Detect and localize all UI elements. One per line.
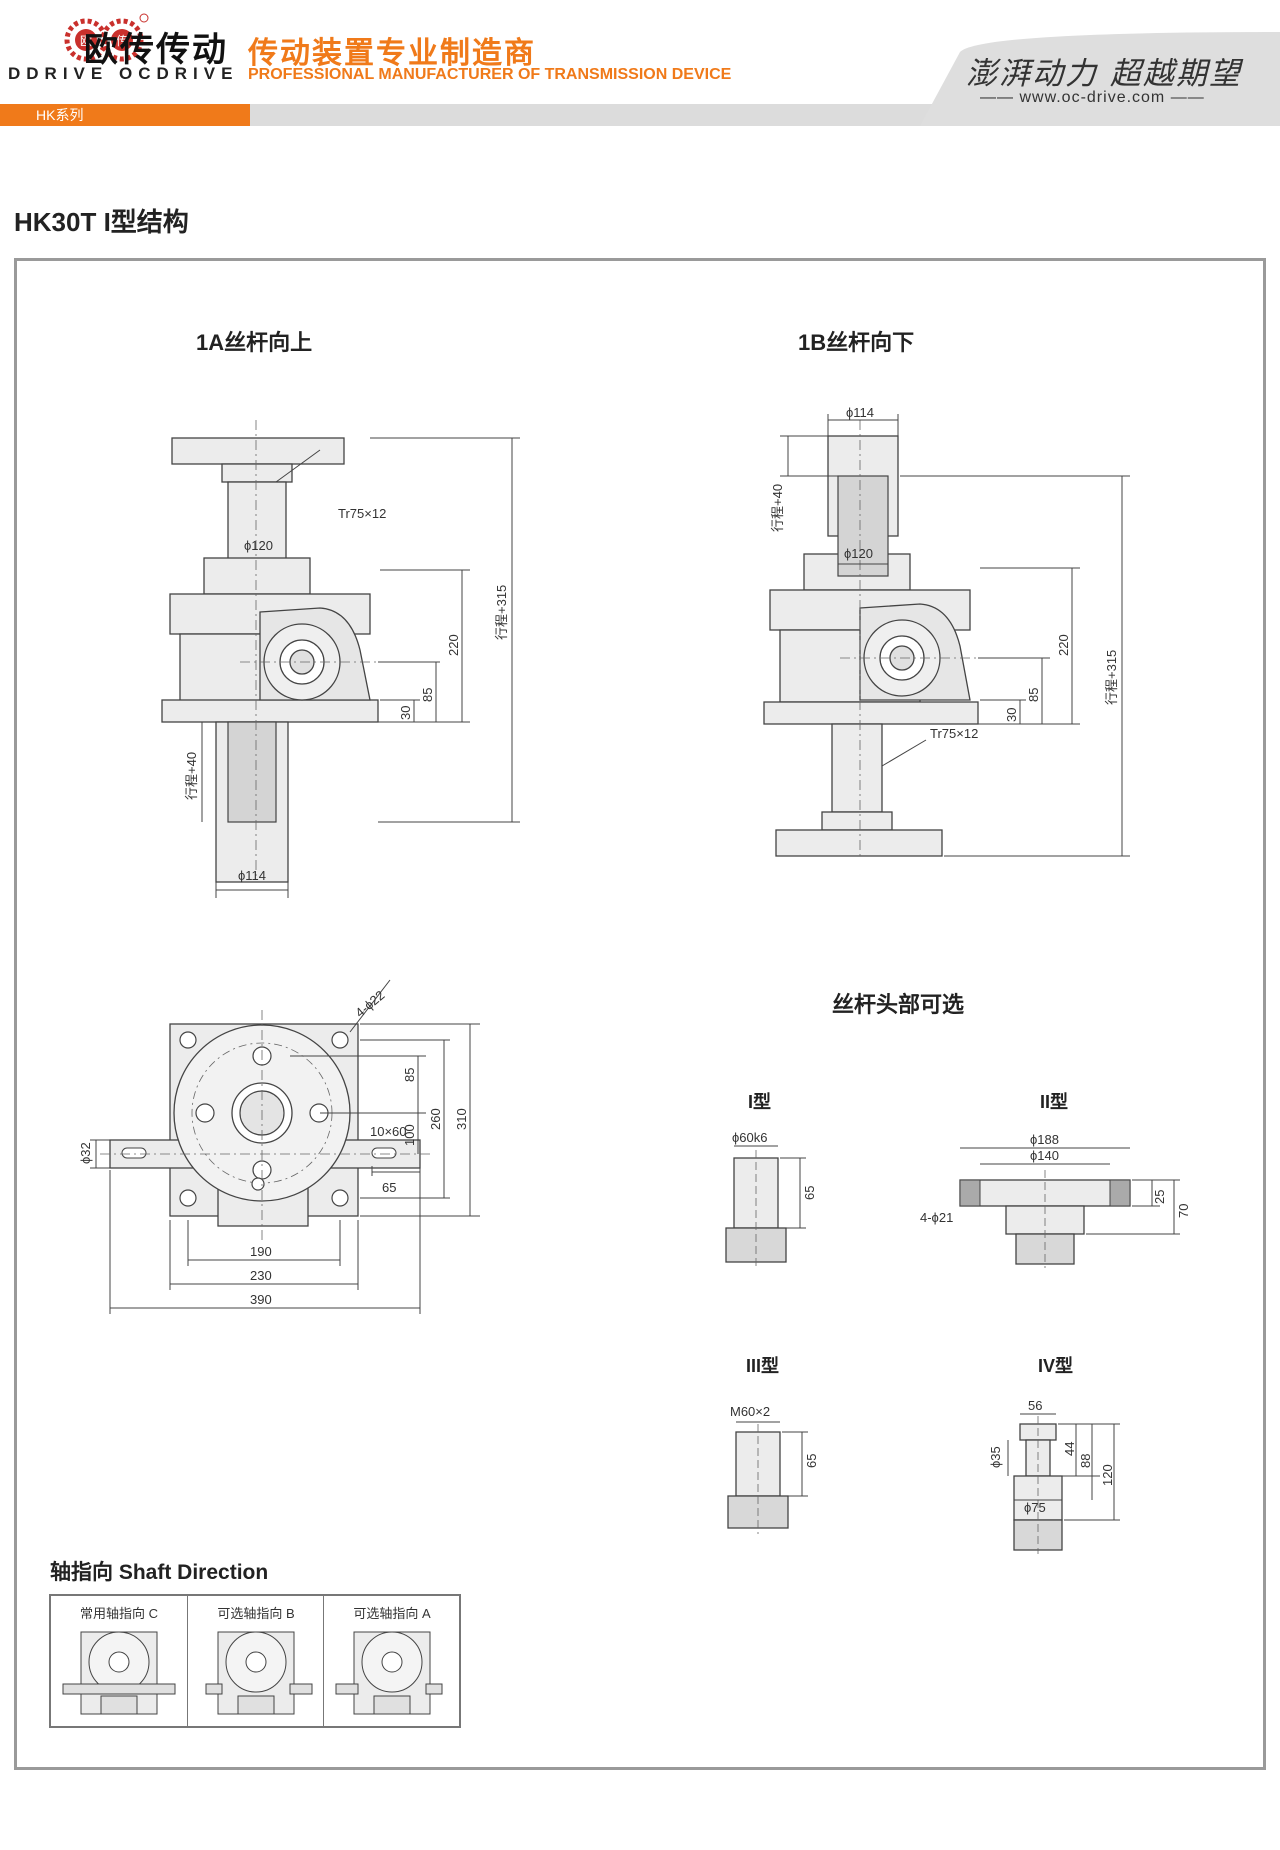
- view-1a-thread: Tr75×12: [338, 506, 386, 521]
- company-logo: 欧 传: [64, 13, 149, 62]
- type-2-h: 70: [1176, 1204, 1191, 1218]
- type-4-d35: ϕ35: [988, 1446, 1003, 1468]
- logo-wordmark: DDRIVE: [8, 64, 109, 83]
- type-1-len: 65: [802, 1186, 817, 1200]
- type-4-drawing: 56 ϕ35 ϕ75 44 88 120: [988, 1398, 1120, 1554]
- view-1a-stroke-top: 行程+315: [494, 585, 509, 640]
- shaft-option-a-drawing: [335, 1631, 443, 1715]
- type-1-title: I型: [748, 1092, 772, 1112]
- tagline-cn: 传动装置专业制造商: [248, 37, 536, 70]
- brand-name-cn: 欧传传动: [84, 31, 228, 69]
- page-title: HK30T I型结构: [14, 207, 189, 237]
- type-4-width: 56: [1028, 1398, 1042, 1413]
- plan-d310: 310: [454, 1108, 469, 1130]
- type-3-len: 65: [804, 1454, 819, 1468]
- view-1b-stroke-top: 行程+40: [770, 484, 785, 532]
- page-header: 欧 传 欧传传动 DDRIVE OCDRIVE 传动装置专业制造商 PROFES…: [0, 0, 1280, 130]
- type-1-dia: ϕ60k6: [732, 1130, 767, 1145]
- view-1a-title: 1A丝杆向上: [196, 330, 313, 355]
- type-4-h44: 44: [1062, 1442, 1077, 1456]
- view-1b-thread: Tr75×12: [930, 726, 978, 741]
- shaft-option-c-drawing: [62, 1631, 176, 1715]
- view-1a-h220: 220: [446, 634, 461, 656]
- view-1a-drawing: Tr75×12 ϕ120 ϕ114 行程+315 行程+40 220 85 30: [161, 420, 520, 898]
- shaft-option-b: 可选轴指向 B: [187, 1596, 323, 1726]
- type-3-thread: M60×2: [730, 1404, 770, 1419]
- slogan-panel: [920, 32, 1280, 126]
- view-1a-bottom-dia: ϕ114: [238, 868, 266, 883]
- tagline-en: PROFESSIONAL MANUFACTURER OF TRANSMISSIO…: [248, 66, 732, 83]
- plan-d85: 85: [402, 1068, 417, 1082]
- type-2-t: 25: [1152, 1190, 1167, 1204]
- view-1b-stroke-bottom: 行程+315: [1104, 650, 1119, 705]
- view-1b-h220: 220: [1056, 634, 1071, 656]
- type-4-h88: 88: [1078, 1454, 1093, 1468]
- series-tag: HK系列: [0, 104, 250, 126]
- website-rule-right: ——: [1170, 89, 1205, 106]
- plan-w230: 230: [250, 1268, 272, 1283]
- type-3-title: III型: [746, 1356, 780, 1376]
- view-1b-h85: 85: [1026, 688, 1041, 702]
- view-1a-h85: 85: [420, 688, 435, 702]
- type-2-pcd: ϕ140: [1030, 1148, 1059, 1163]
- type-2-holes: 4-ϕ21: [920, 1210, 953, 1225]
- view-1b-top-dia: ϕ114: [846, 405, 874, 420]
- shaft-option-b-drawing: [205, 1631, 313, 1715]
- view-1a-nut-dia: ϕ120: [244, 538, 273, 553]
- view-1b-nut-dia: ϕ120: [844, 546, 873, 561]
- website-rule-left: ——: [980, 89, 1014, 106]
- type-2-title: II型: [1040, 1092, 1069, 1112]
- type-4-h120: 120: [1100, 1464, 1115, 1486]
- shaft-option-caption: 可选轴指向 A: [353, 1606, 431, 1621]
- plan-view-drawing: 4-ϕ22 10×60 ϕ32 85 100 260 310 65 190 23…: [78, 979, 480, 1314]
- plan-d100: 100: [402, 1124, 417, 1146]
- plan-w390: 390: [250, 1292, 272, 1307]
- type-1-drawing: ϕ60k6 65: [725, 1130, 817, 1266]
- plan-d260: 260: [428, 1108, 443, 1130]
- type-2-od: ϕ188: [1030, 1132, 1059, 1147]
- view-1a-stroke-bottom: 行程+40: [184, 752, 199, 800]
- plan-key: 10×60: [370, 1124, 407, 1139]
- drawing-frame: [14, 258, 1266, 1770]
- logo-char-2: 传: [116, 33, 128, 48]
- type-2-drawing: ϕ188 ϕ140 4-ϕ21 25 70: [920, 1132, 1191, 1268]
- type-4-title: IV型: [1038, 1356, 1074, 1376]
- view-1b-title: 1B丝杆向下: [798, 330, 915, 355]
- website: —— www.oc-drive.com ——: [980, 89, 1205, 107]
- logo-char-1: 欧: [80, 34, 92, 48]
- view-1b-drawing: ϕ114 ϕ120 Tr75×12 行程+40 行程+315 220 85 30: [763, 405, 1130, 860]
- website-url: www.oc-drive.com: [1019, 89, 1166, 106]
- type-3-drawing: M60×2 65: [727, 1404, 819, 1534]
- type-4-d75: ϕ75: [1024, 1500, 1046, 1515]
- shaft-option-caption: 常用轴指向 C: [79, 1606, 158, 1621]
- shaft-option-caption: 可选轴指向 B: [217, 1606, 295, 1621]
- shaft-direction-table: 常用轴指向 C 可选轴指向 B 可选轴指向 A: [49, 1594, 461, 1728]
- shaft-direction-title: 轴指向 Shaft Direction: [50, 1561, 269, 1584]
- screw-heads-title: 丝杆头部可选: [832, 992, 965, 1017]
- brand-name-en: DDRIVE OCDRIVE: [8, 64, 238, 84]
- plan-holes: 4-ϕ22: [352, 987, 387, 1020]
- plan-w190: 190: [250, 1244, 272, 1259]
- shaft-option-a: 可选轴指向 A: [323, 1596, 459, 1726]
- view-1b-h30: 30: [1004, 708, 1019, 722]
- view-1a-h30: 30: [398, 706, 413, 720]
- shaft-option-c: 常用轴指向 C: [51, 1596, 187, 1726]
- plan-shaft-dia: ϕ32: [78, 1142, 93, 1164]
- plan-d65: 65: [382, 1180, 396, 1195]
- slogan: 澎湃动力 超越期望: [966, 56, 1242, 92]
- brand-wordmark: OCDRIVE: [118, 64, 239, 83]
